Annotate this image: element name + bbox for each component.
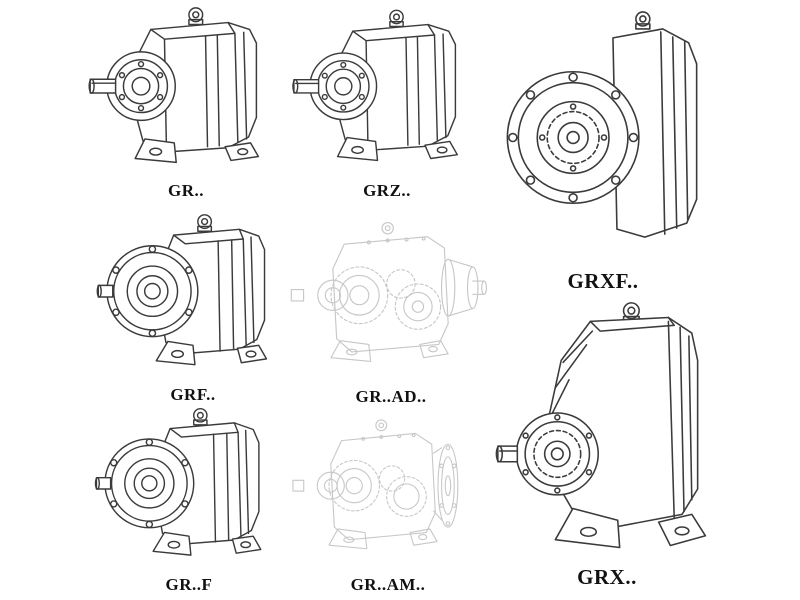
gr-f-gearbox-drawing <box>90 404 288 574</box>
gr-label: GR.. <box>168 181 204 200</box>
gr-ad-label: GR..AD.. <box>355 387 427 406</box>
grxf-gearbox-drawing <box>492 6 714 270</box>
grxf-label: GRXF.. <box>567 269 639 293</box>
grx-label: GRX.. <box>577 565 637 589</box>
figure-gr: GR.. <box>88 4 284 204</box>
gr-f-label: GR..F <box>165 575 213 594</box>
figure-gr-f: GR..F <box>90 404 288 598</box>
figure-gr-ad: GR..AD.. <box>288 214 494 410</box>
gr-am-label: GR..AM.. <box>350 575 426 594</box>
figure-grf: GRF.. <box>96 210 290 408</box>
gr-ad-gearbox-drawing <box>288 214 494 386</box>
figure-grx: GRX.. <box>494 298 720 590</box>
grz-gearbox-drawing <box>292 4 482 180</box>
figure-grz: GRZ.. <box>292 4 482 204</box>
figure-grxf: GRXF.. <box>492 6 714 294</box>
grz-label: GRZ.. <box>363 181 411 200</box>
grx-gearbox-drawing <box>494 298 720 566</box>
gr-am-gearbox-drawing <box>288 410 488 574</box>
grf-label: GRF.. <box>170 385 216 404</box>
gr-gearbox-drawing <box>88 4 284 180</box>
figure-gr-am: GR..AM.. <box>288 410 488 598</box>
grf-gearbox-drawing <box>96 210 290 384</box>
